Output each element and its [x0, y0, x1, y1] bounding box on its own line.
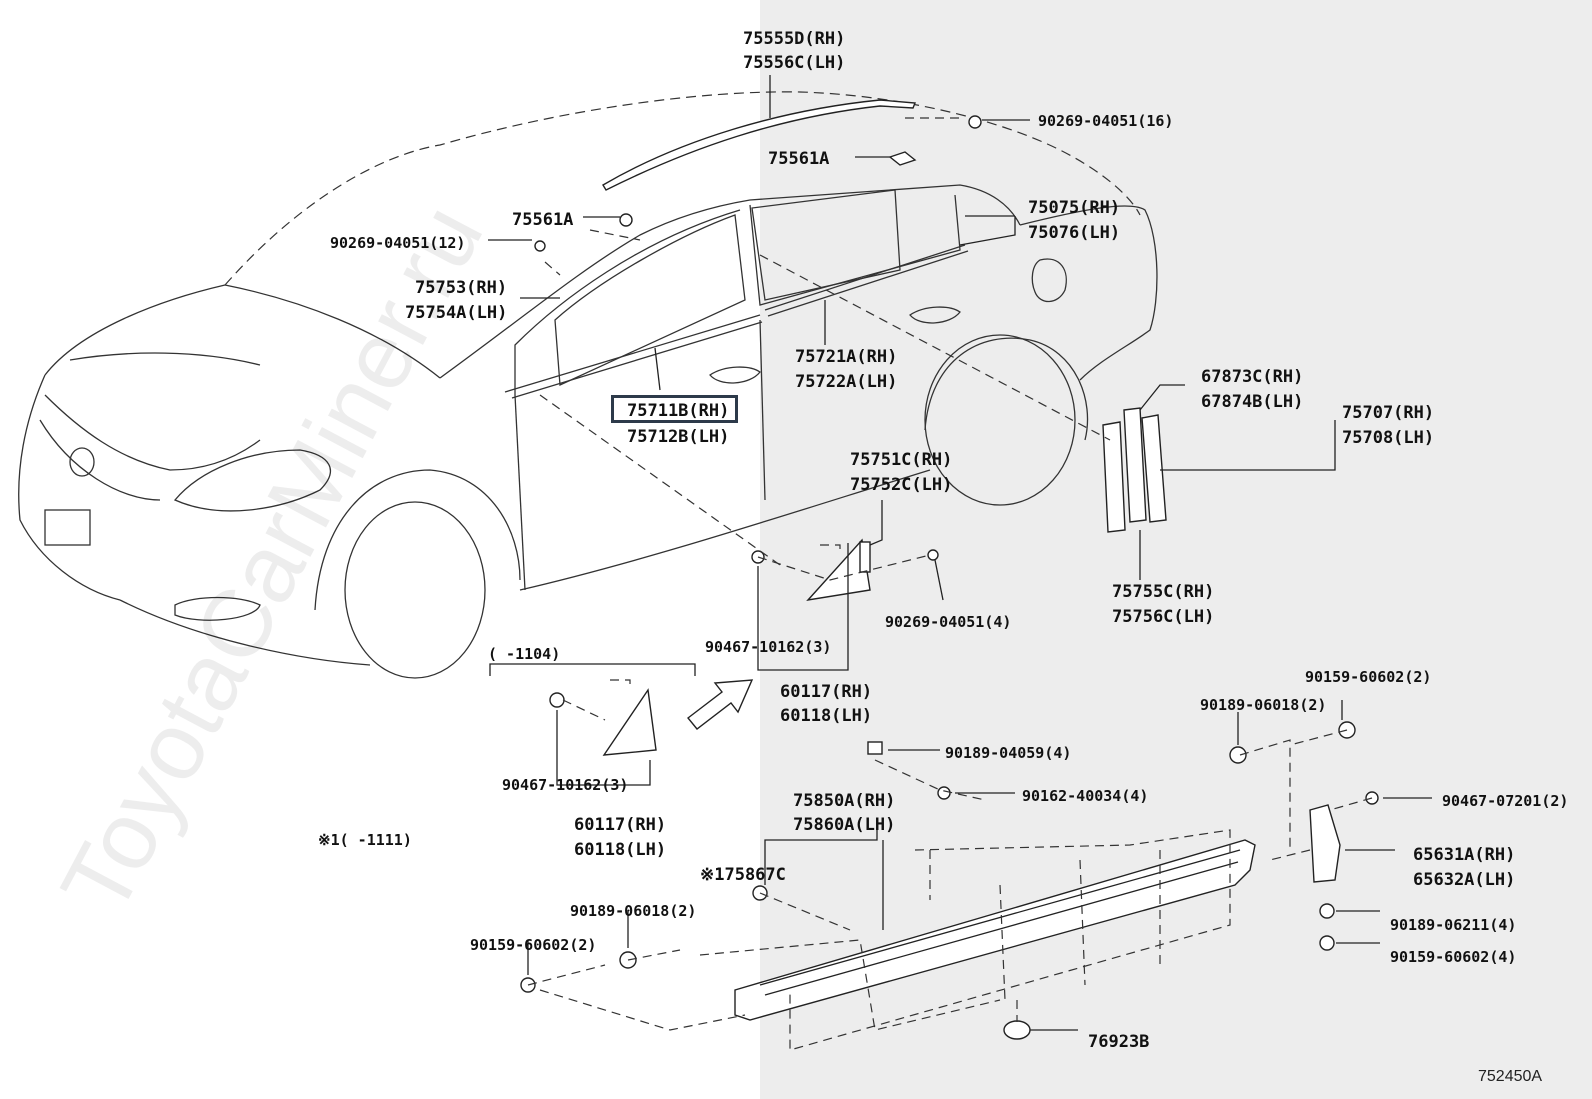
- part-labels: 75555D(RH) 75556C(LH) 90269-04051(16) 75…: [318, 29, 1568, 1052]
- label-90162: 90162-40034(4): [1022, 787, 1148, 805]
- label-90467-07201: 90467-07201(2): [1442, 792, 1568, 810]
- label-75722a: 75722A(LH): [795, 372, 897, 392]
- fasteners: [520, 115, 1379, 1040]
- label-90159-2-right: 90159-60602(2): [1305, 668, 1431, 686]
- car-outline: [18, 91, 1158, 679]
- label-75753: 75753(RH): [415, 278, 507, 298]
- highlight-box-75711b: [611, 395, 738, 423]
- label-75721a: 75721A(RH): [795, 347, 897, 367]
- label-75555: 75555D(RH): [743, 29, 845, 49]
- label-90189-06211: 90189-06211(4): [1390, 916, 1516, 934]
- rear-pillar-garnish: [1102, 407, 1167, 533]
- label-60118b: 60118(LH): [574, 840, 666, 860]
- label-75752c: 75752C(LH): [850, 475, 952, 495]
- label-note-1111: ※1( -1111): [318, 831, 412, 849]
- label-60117a: 60117(RH): [780, 682, 872, 702]
- label-range-1104: ( -1104): [488, 645, 560, 663]
- leader-lines: [488, 75, 1432, 1031]
- label-75711b: 75711B(RH): [627, 401, 729, 421]
- label-90467-3a: 90467-10162(3): [705, 638, 831, 656]
- label-75755c: 75755C(RH): [1112, 582, 1214, 602]
- label-75076: 75076(LH): [1028, 223, 1120, 243]
- label-60117b: 60117(RH): [574, 815, 666, 835]
- label-75850a: 75850A(RH): [793, 791, 895, 811]
- label-75075: 75075(RH): [1028, 198, 1120, 218]
- label-90159-4: 90159-60602(4): [1390, 948, 1516, 966]
- label-75708: 75708(LH): [1342, 428, 1434, 448]
- figure-code: 752450A: [1478, 1068, 1543, 1085]
- rocker-panel-moulding: [734, 839, 1256, 1021]
- label-75561a-top: 75561A: [768, 149, 829, 169]
- roof-moulding: [602, 99, 917, 191]
- label-90467-3b: 90467-10162(3): [502, 776, 628, 794]
- label-75751c: 75751C(RH): [850, 450, 952, 470]
- label-90269-12: 90269-04051(12): [330, 234, 465, 252]
- label-67873c: 67873C(RH): [1201, 367, 1303, 387]
- dashed-lines: [527, 117, 1373, 1051]
- label-75712b: 75712B(LH): [627, 427, 729, 447]
- triangle-garnish-upper: [806, 538, 871, 602]
- label-76923b: 76923B: [1088, 1032, 1149, 1052]
- label-90189-2-right: 90189-06018(2): [1200, 696, 1326, 714]
- direction-arrow: [687, 679, 754, 730]
- label-90189-04059: 90189-04059(4): [945, 744, 1071, 762]
- label-65632a: 65632A(LH): [1413, 870, 1515, 890]
- label-90269-16: 90269-04051(16): [1038, 112, 1173, 130]
- shaded-panel: [760, 0, 1592, 1099]
- label-75860a: 75860A(LH): [793, 815, 895, 835]
- label-75754a: 75754A(LH): [405, 303, 507, 323]
- label-75556: 75556C(LH): [743, 53, 845, 73]
- label-65631a: 65631A(RH): [1413, 845, 1515, 865]
- triangle-garnish-lower: [602, 688, 657, 756]
- label-67874b: 67874B(LH): [1201, 392, 1303, 412]
- label-75707: 75707(RH): [1342, 403, 1434, 423]
- label-60118a: 60118(LH): [780, 706, 872, 726]
- label-75561a-left: 75561A: [512, 210, 573, 230]
- label-75867c: ※175867C: [700, 865, 786, 885]
- label-90189-2-left: 90189-06018(2): [570, 902, 696, 920]
- label-90269-4: 90269-04051(4): [885, 613, 1011, 631]
- label-90159-2-left: 90159-60602(2): [470, 936, 596, 954]
- mudflap-bracket: [1309, 804, 1341, 883]
- label-75756c: 75756C(LH): [1112, 607, 1214, 627]
